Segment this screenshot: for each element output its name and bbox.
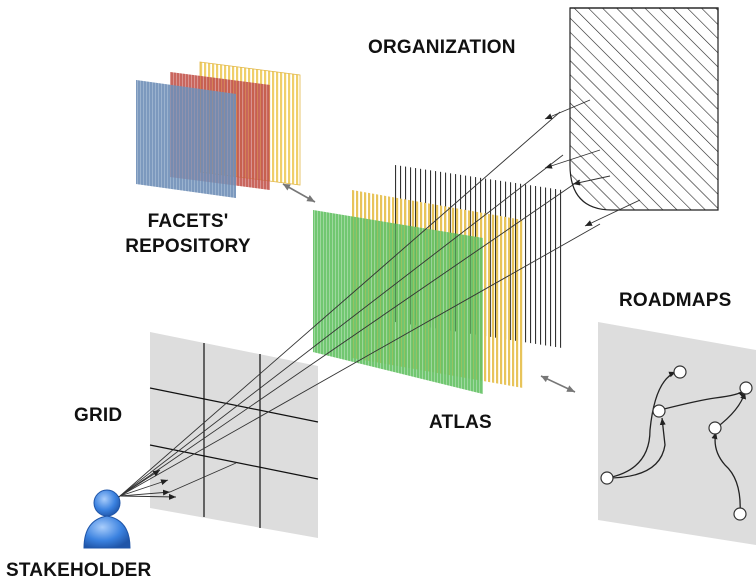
facets-panels xyxy=(136,61,301,198)
org-arrow-3 xyxy=(572,175,611,186)
label-organization: ORGANIZATION xyxy=(368,37,516,58)
facets-atlas-arrow xyxy=(282,183,316,203)
org-arrow-1 xyxy=(544,99,591,120)
org-arrow-2 xyxy=(544,149,601,169)
atlas-roadmaps-arrow xyxy=(540,375,576,393)
label-facets-line1: FACETS' xyxy=(147,211,229,232)
label-facets-repository: FACETS' REPOSITORY xyxy=(100,209,276,259)
grid-panel xyxy=(149,332,319,538)
roadmaps-panel xyxy=(598,322,756,545)
organization-shape xyxy=(569,7,719,211)
org-arrow-4 xyxy=(584,199,641,227)
label-grid: GRID xyxy=(74,405,123,426)
label-stakeholder: STAKEHOLDER xyxy=(6,560,152,581)
label-facets-line2: REPOSITORY xyxy=(125,236,251,257)
stakeholder-sight-lines xyxy=(119,462,237,500)
label-atlas: ATLAS xyxy=(429,412,492,433)
atlas-panels xyxy=(313,165,562,394)
label-roadmaps: ROADMAPS xyxy=(619,290,732,311)
projection-lines xyxy=(112,111,601,503)
person-icon xyxy=(83,489,131,549)
